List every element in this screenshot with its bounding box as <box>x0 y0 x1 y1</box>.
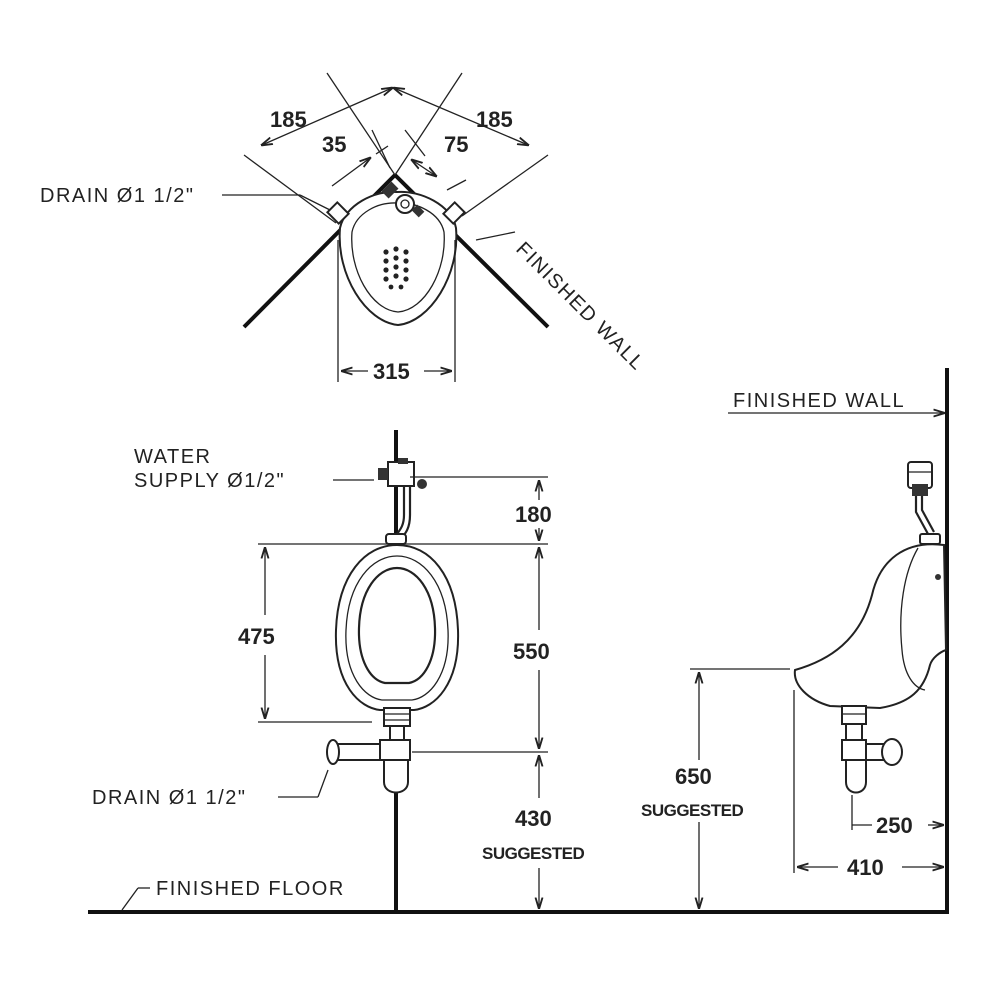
top-drain-label: DRAIN Ø1 1/2" <box>40 185 194 207</box>
dim-430: 430 <box>515 806 552 831</box>
dim-line-185-left <box>262 88 392 145</box>
dim-180: 180 <box>515 502 552 527</box>
dim-550: 550 <box>513 639 550 664</box>
dim-35: 35 <box>322 132 346 157</box>
side-trap-icon <box>845 759 867 794</box>
dim-line-185-right <box>394 88 528 145</box>
water-supply-label-line1: WATER <box>134 446 212 468</box>
front-drain-label: DRAIN Ø1 1/2" <box>92 787 246 809</box>
dim-185-left: 185 <box>270 107 307 132</box>
dim-75: 75 <box>444 132 468 157</box>
dim-475: 475 <box>238 624 275 649</box>
flush-valve-icon <box>387 461 415 487</box>
strainer-dots-icon <box>383 246 409 290</box>
supply-spud-icon <box>395 194 415 214</box>
suggested-430-label: SUGGESTED <box>482 844 584 863</box>
suggested-650-label: SUGGESTED <box>641 801 743 820</box>
trap-icon <box>383 759 409 794</box>
finished-floor-label: FINISHED FLOOR <box>156 878 345 900</box>
water-supply-label-line2: SUPPLY Ø1/2" <box>134 470 285 492</box>
top-view: 185 185 35 75 315 DRAIN Ø1 1/2" FINISHED… <box>40 72 649 384</box>
front-view: WATER SUPPLY Ø1/2" 180 475 550 430 SUGGE… <box>88 430 948 914</box>
drain-flange-right-icon <box>441 200 467 226</box>
dim-650: 650 <box>675 764 712 789</box>
side-view: FINISHED WALL 650 SUGGESTED 250 410 <box>641 368 949 914</box>
top-finished-wall-label: FINISHED WALL <box>511 238 648 375</box>
drain-flange-left-icon <box>325 200 351 226</box>
valve-body-icon <box>381 181 399 199</box>
urinal-front-bowl <box>357 566 437 685</box>
dim-410: 410 <box>847 855 884 880</box>
dim-315: 315 <box>373 359 410 384</box>
dim-250: 250 <box>876 813 913 838</box>
urinal-side-body <box>793 543 948 710</box>
dim-185-right: 185 <box>476 107 513 132</box>
urinal-front-body <box>334 543 460 711</box>
side-finished-wall-label: FINISHED WALL <box>733 390 905 412</box>
bowl-plan-inner <box>351 202 445 313</box>
